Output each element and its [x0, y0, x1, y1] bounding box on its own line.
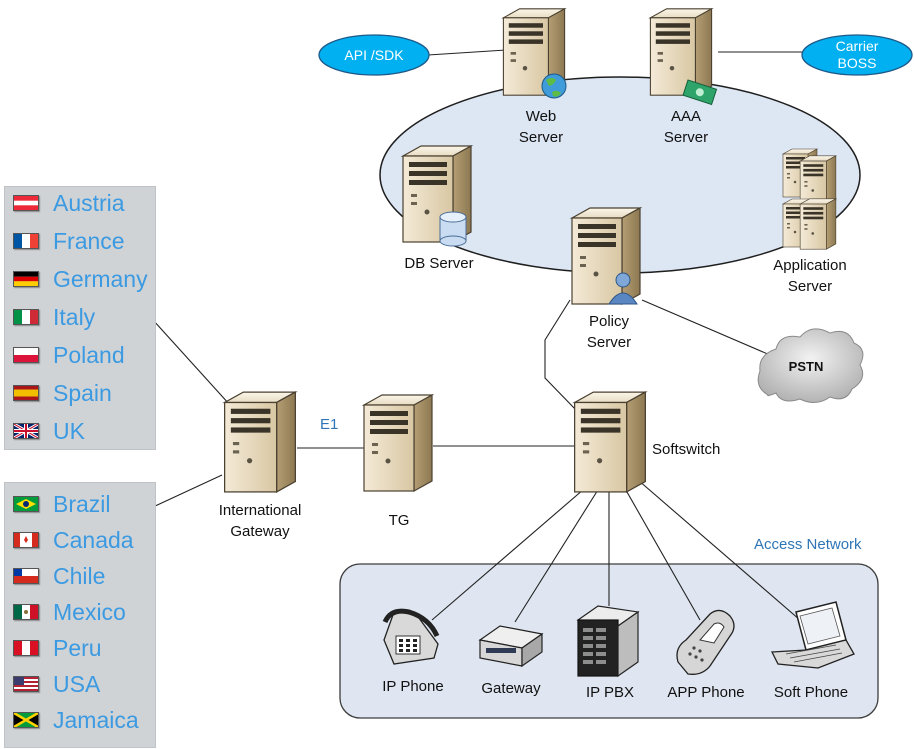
country-name: USA: [53, 670, 101, 697]
country-list-americas: Brazil Canada Chile Mexico Peru USA Jama…: [4, 482, 156, 748]
country-item-canada: Canada: [13, 525, 134, 555]
peru-flag-icon: [13, 640, 39, 656]
connection-lines: [152, 49, 803, 623]
ip-phone-label: IP Phone: [382, 678, 444, 695]
carrier-boss-line-1: Carrier: [835, 38, 879, 54]
country-item-germany: Germany: [13, 264, 148, 294]
chile-flag-icon: [13, 568, 39, 584]
ip-pbx-label: IP PBX: [585, 684, 635, 701]
aaa-server-label: AAA Server: [646, 106, 726, 148]
aaa-server-line-1: AAA: [670, 108, 701, 125]
international-gateway-label: International Gateway: [200, 500, 320, 542]
germany-flag-icon: [13, 271, 39, 287]
aaa-server-icon: [649, 8, 713, 96]
country-name: Mexico: [53, 598, 126, 625]
country-item-usa: USA: [13, 669, 100, 699]
policy-server-line-1: Policy: [588, 313, 629, 330]
web-server-line-2: Server: [518, 129, 564, 146]
api-sdk-label: API /SDK: [344, 47, 404, 63]
app-phone-icon: [676, 609, 735, 675]
e1-link-label: E1: [320, 416, 339, 433]
policy-server-line-2: Server: [586, 334, 632, 351]
ip-pbx-icon: [576, 605, 640, 678]
country-name: UK: [53, 417, 85, 444]
country-item-brazil: Brazil: [13, 489, 111, 519]
spain-flag-icon: [13, 385, 39, 401]
canada-flag-icon: [13, 532, 39, 548]
country-name: Austria: [53, 189, 125, 216]
country-name: Brazil: [53, 490, 111, 517]
api-sdk-oval: [318, 34, 430, 76]
web-server-label: Web Server: [501, 106, 581, 148]
poland-flag-icon: [13, 347, 39, 363]
policy-server-label: Policy Server: [569, 311, 649, 353]
country-item-mexico: Mexico: [13, 597, 126, 627]
country-name: Peru: [53, 634, 102, 661]
country-item-chile: Chile: [13, 561, 105, 591]
carrier-boss-label: Carrier BOSS: [817, 38, 897, 72]
web-server-line-1: Web: [525, 108, 557, 125]
country-name: Canada: [53, 526, 134, 553]
country-item-spain: Spain: [13, 378, 112, 408]
application-server-line-1: Application: [773, 257, 847, 274]
ip-phone-icon: [382, 608, 440, 665]
international-gateway-line-1: International: [218, 502, 302, 519]
italy-flag-icon: [13, 309, 39, 325]
globe-icon: [541, 73, 567, 99]
carrier-boss-oval: [801, 34, 913, 76]
brazil-flag-icon: [13, 496, 39, 512]
uk-flag-icon: [13, 423, 39, 439]
access-network-title: Access Network: [754, 536, 862, 553]
tg-server-icon: [363, 394, 433, 492]
international-gateway-line-2: Gateway: [230, 523, 290, 540]
international-gateway-icon: [224, 391, 296, 493]
db-server-label: DB Server: [404, 255, 474, 272]
country-name: Italy: [53, 303, 96, 330]
country-name: France: [53, 227, 125, 254]
country-name: Spain: [53, 379, 112, 406]
application-server-label: Application Server: [755, 255, 865, 297]
jamaica-flag-icon: [13, 712, 39, 728]
tg-label: TG: [388, 512, 410, 529]
country-item-austria: Austria: [13, 188, 125, 218]
usa-flag-icon: [13, 676, 39, 692]
country-name: Poland: [53, 341, 125, 368]
country-item-uk: UK: [13, 416, 85, 446]
country-name: Germany: [53, 265, 148, 292]
gateway-label: Gateway: [481, 680, 541, 697]
laptop-icon: [770, 601, 855, 669]
gateway-device-icon: [478, 625, 544, 668]
pstn-cloud-icon: [757, 328, 864, 403]
database-icon: [439, 211, 467, 247]
user-icon: [608, 272, 638, 305]
money-icon: [682, 79, 718, 106]
country-item-peru: Peru: [13, 633, 102, 663]
softswitch-label: Softswitch: [652, 441, 721, 458]
austria-flag-icon: [13, 195, 39, 211]
mexico-flag-icon: [13, 604, 39, 620]
country-item-italy: Italy: [13, 302, 95, 332]
pstn-label: PSTN: [788, 359, 824, 374]
country-list-europe: Austria France Germany Italy Poland Spai…: [4, 186, 156, 450]
soft-phone-label: Soft Phone: [773, 684, 849, 701]
application-server-line-2: Server: [787, 278, 833, 295]
country-item-france: France: [13, 226, 125, 256]
country-name: Jamaica: [53, 706, 139, 733]
softswitch-icon: [574, 391, 646, 493]
policy-server-icon: [571, 207, 641, 305]
aaa-server-line-2: Server: [663, 129, 709, 146]
country-item-jamaica: Jamaica: [13, 705, 139, 735]
france-flag-icon: [13, 233, 39, 249]
country-name: Chile: [53, 562, 106, 589]
carrier-boss-line-2: BOSS: [837, 55, 877, 71]
country-item-poland: Poland: [13, 340, 125, 370]
app-phone-label: APP Phone: [667, 684, 745, 701]
